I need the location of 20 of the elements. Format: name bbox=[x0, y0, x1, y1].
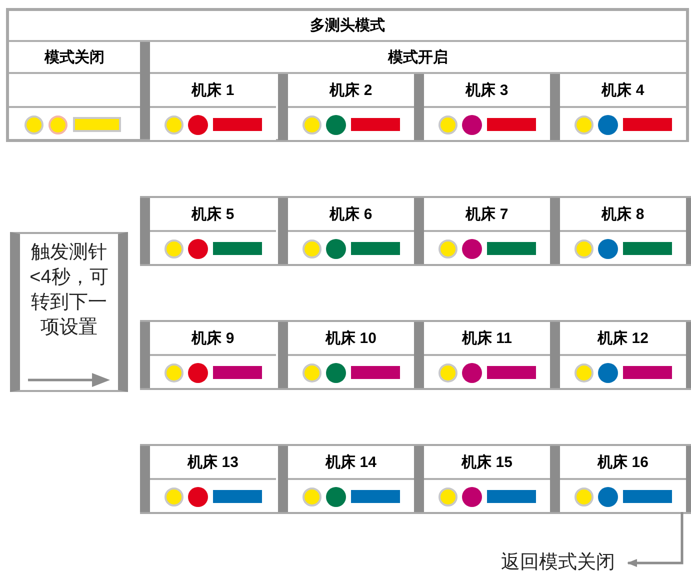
arrow bbox=[627, 512, 684, 567]
cell-label: 机床 15 bbox=[460, 453, 514, 472]
cell-label: 机床 4 bbox=[600, 81, 646, 100]
cell-label: 机床 6 bbox=[328, 205, 374, 224]
cell-label: 机床 16 bbox=[596, 453, 650, 472]
cell-label: 机床 2 bbox=[328, 81, 374, 100]
cell-label: 机床 12 bbox=[596, 329, 650, 348]
return-note: 返回模式关闭 bbox=[488, 551, 628, 575]
cell-label: 机床 3 bbox=[464, 81, 510, 100]
cell-label: 机床 8 bbox=[600, 205, 646, 224]
instruction-text: 触发测针<4秒，可转到下一项设置 bbox=[28, 241, 110, 340]
cell-label: 机床 1 bbox=[190, 81, 236, 100]
cell-label: 机床 5 bbox=[190, 205, 236, 224]
instruction-box bbox=[10, 232, 128, 392]
cell-label: 机床 13 bbox=[186, 453, 240, 472]
cell-label: 机床 11 bbox=[460, 329, 514, 348]
cell-label: 机床 7 bbox=[464, 205, 510, 224]
cell-label: 机床 9 bbox=[190, 329, 236, 348]
cell-label: 机床 14 bbox=[324, 453, 378, 472]
cell-label: 机床 10 bbox=[324, 329, 378, 348]
